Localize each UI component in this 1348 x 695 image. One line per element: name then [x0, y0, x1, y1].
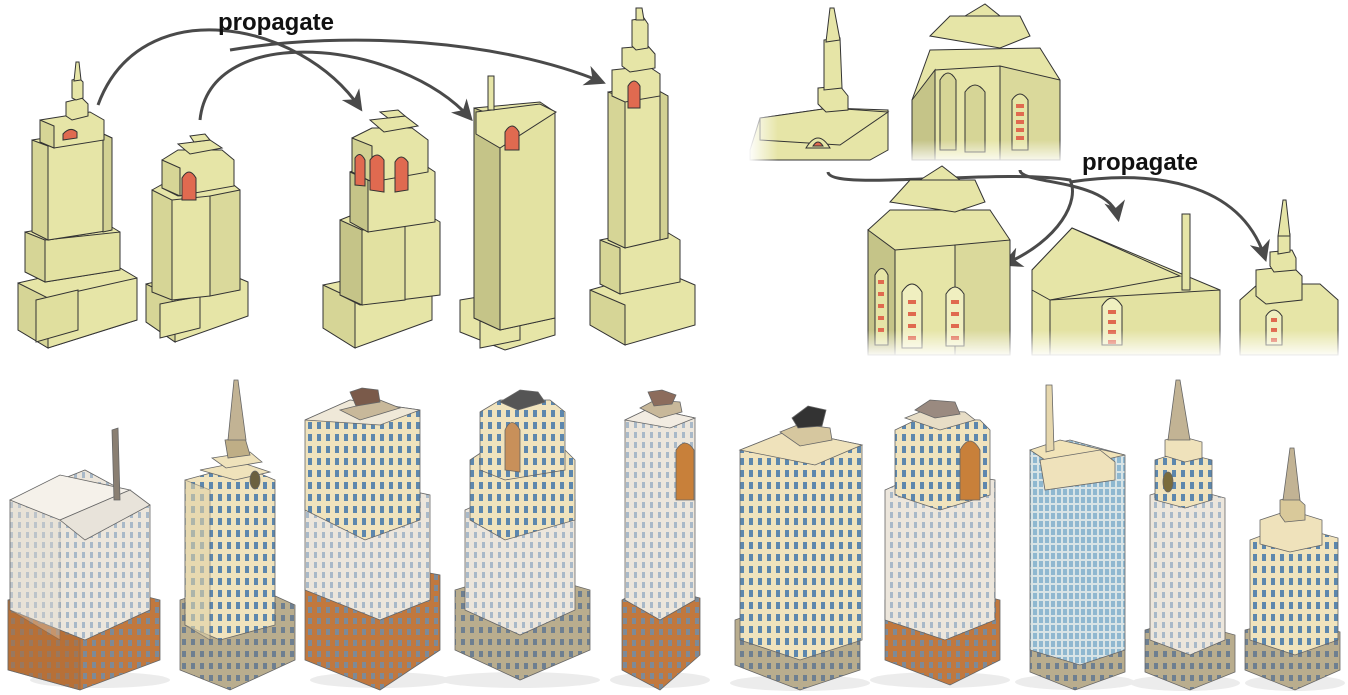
propagate-label-right: propagate [1082, 149, 1198, 176]
propagate-label-left: propagate [218, 9, 334, 36]
right-massing-group: propagate [748, 4, 1343, 358]
source-building-spire-tower [18, 62, 137, 348]
textured-building-9 [1130, 380, 1240, 691]
textured-building-1 [8, 428, 170, 690]
source-part-octagonal-top [912, 4, 1060, 160]
target-building-tall-spire [590, 8, 695, 345]
textured-building-3 [305, 388, 450, 690]
textured-building-8 [1015, 385, 1135, 690]
propagate-arrow-2 [200, 52, 470, 120]
textured-building-6 [730, 406, 870, 691]
source-building-octagonal [146, 134, 248, 342]
textured-building-5 [610, 390, 710, 690]
textured-buildings-row [8, 380, 1345, 691]
textured-building-4 [440, 390, 600, 688]
target-building-slanted-top [460, 76, 556, 350]
textured-building-10 [1245, 448, 1345, 691]
textured-building-2 [180, 380, 295, 690]
textured-building-7 [870, 400, 1010, 688]
target-part-octagonal-arched [868, 166, 1010, 355]
left-massing-group: propagate [18, 8, 695, 350]
target-building-octagonal-arched [323, 110, 440, 348]
